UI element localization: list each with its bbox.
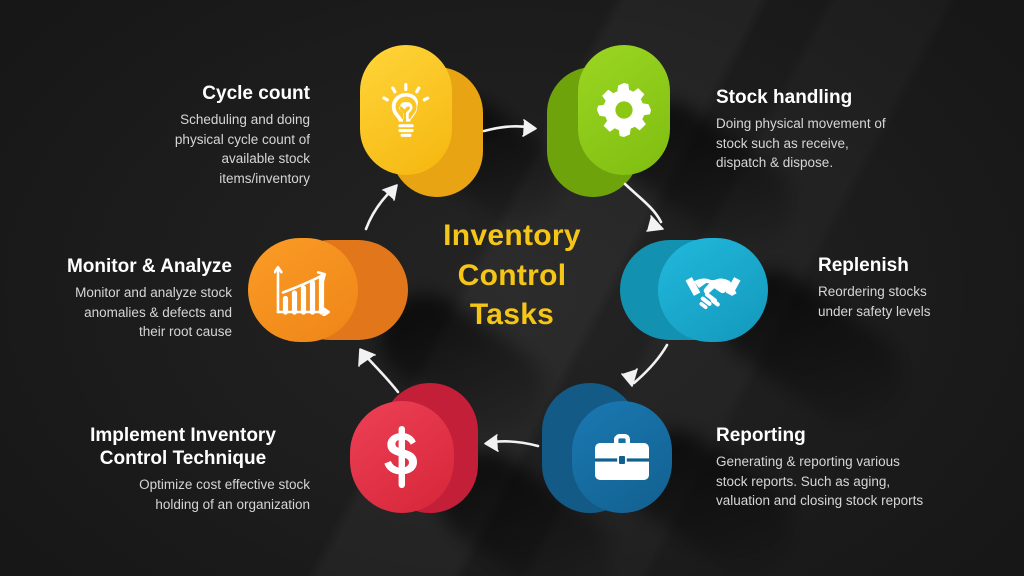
arrow-replenish-to-reporting [621,343,669,387]
label-stock-handling-desc: Doing physical movement of stock such as… [716,116,886,171]
label-monitor-analyze-desc: Monitor and analyze stock anomalies & de… [75,285,232,340]
label-implement-inventory-control-technique: Implement Inventory Control Technique Op… [56,424,310,514]
node-reporting[interactable] [540,383,690,535]
label-cycle-count-desc: Scheduling and doing physical cycle coun… [174,112,310,186]
gear-icon [597,83,651,137]
briefcase-icon [595,434,649,480]
label-replenish-title: Replenish [818,255,909,276]
center-title-line-1: Inventory [443,219,581,252]
label-stock-handling-title: Stock handling [716,87,853,108]
node-replenish[interactable] [620,238,788,348]
label-replenish-desc: Reordering stocks under safety levels [818,284,931,319]
node-implement-face [350,401,454,513]
handshake-icon [684,268,742,312]
label-implement-title: Implement Inventory Control Technique [90,425,276,470]
bar-chart-growth-icon [274,264,332,316]
label-implement-desc: Optimize cost effective stock holding of… [139,477,310,512]
node-monitor-analyze[interactable] [248,238,413,348]
label-reporting: Reporting Generating & reporting various… [716,424,986,511]
node-implement-inventory-control-technique[interactable] [340,383,490,535]
label-stock-handling: Stock handling Doing physical movement o… [716,86,946,173]
node-reporting-face [572,401,672,513]
node-replenish-face [658,238,768,342]
dollar-icon [380,426,424,488]
center-title-line-2: Control [457,258,567,292]
label-cycle-count-title: Cycle count [202,83,310,104]
label-cycle-count: Cycle count Scheduling and doing physica… [110,82,310,188]
center-title-line-3: Tasks [469,298,555,332]
node-cycle-count-face [360,45,452,175]
label-reporting-desc: Generating & reporting various stock rep… [716,454,924,509]
label-reporting-title: Reporting [716,425,806,446]
label-monitor-analyze: Monitor & Analyze Monitor and analyze st… [20,255,232,342]
label-replenish: Replenish Reordering stocks under safety… [818,254,1018,321]
node-stock-handling-face [578,45,670,175]
arrow-reporting-to-implement [484,434,540,452]
node-cycle-count[interactable] [355,45,495,200]
node-monitor-face [248,238,358,342]
node-stock-handling[interactable] [545,45,690,200]
lightbulb-icon [381,83,431,137]
label-monitor-analyze-title: Monitor & Analyze [66,256,232,277]
